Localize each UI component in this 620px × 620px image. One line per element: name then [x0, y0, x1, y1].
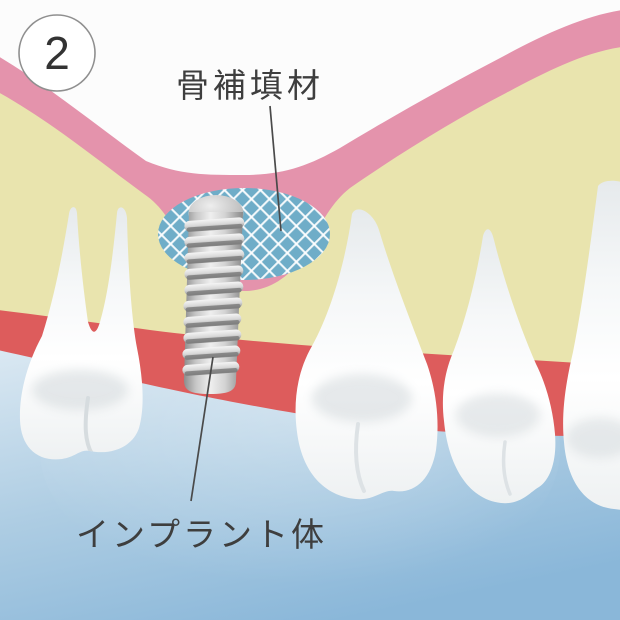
implant-thread: [184, 233, 245, 248]
implant-thread: [182, 345, 241, 360]
thread-groove: [184, 351, 239, 360]
tooth-shade: [312, 374, 412, 422]
implant-thread: [184, 217, 245, 232]
tooth-shade: [32, 370, 128, 410]
step-badge-circle: [18, 14, 96, 92]
thread-groove: [186, 287, 242, 296]
implant-thread: [184, 249, 245, 264]
tooth-right-partial-shading: [566, 418, 620, 458]
thread-groove: [185, 303, 241, 312]
tooth-crease: [354, 422, 366, 493]
implant-body-label: インプラント体: [76, 516, 327, 553]
implant-leader-line: [190, 356, 214, 502]
thread-groove: [186, 239, 243, 248]
thread-groove: [186, 271, 242, 280]
thread-groove: [185, 319, 240, 328]
tooth-center-molar-shading: [312, 374, 412, 493]
implant-thread: [183, 329, 242, 344]
thread-groove: [186, 223, 243, 232]
tooth-crease: [501, 440, 512, 496]
thread-groove: [185, 335, 240, 344]
bone-graft-leader-line: [269, 105, 282, 232]
teeth-group: [19, 180, 620, 511]
gum-band: [0, 10, 620, 291]
jawbone-region: [0, 38, 620, 372]
bone-graft-area: [158, 188, 330, 280]
step-badge-number: 2: [44, 27, 70, 79]
thread-groove: [186, 255, 243, 264]
step-badge: 2: [18, 14, 96, 92]
implant-thread: [183, 313, 242, 328]
tooth-premolar-shading: [456, 393, 540, 496]
tooth-shade: [566, 418, 620, 458]
implant-thread: [184, 265, 244, 280]
tooth-crease: [83, 396, 94, 456]
tooth-left-molar-shading: [32, 370, 128, 456]
bone-graft-label: 骨補填材: [176, 67, 324, 104]
implant-thread: [183, 297, 243, 312]
tooth-shade: [456, 393, 540, 437]
implant-screw-graphic: [182, 195, 245, 394]
implant-thread: [184, 281, 244, 296]
